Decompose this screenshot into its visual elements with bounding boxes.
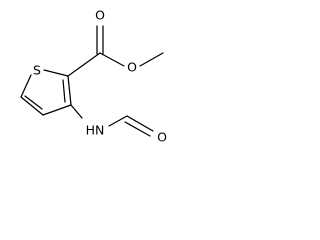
bond-c3-c4 [42, 104, 72, 116]
bond-carbonyl-carbon-ester-oxygen [99, 52, 125, 67]
bond-c2-c3-inner [62, 79, 66, 103]
bond-c4-c5 [20, 96, 44, 116]
amide-nitrogen-label: HN [86, 123, 105, 138]
bond-formyl-double-1 [126, 115, 154, 132]
chemical-structure-diagram: S O O HN O [20, 8, 167, 145]
bond-ester-oxygen-methyl [139, 52, 164, 67]
bond-c3-nitrogen [70, 104, 83, 119]
bond-s-c2 [43, 69, 69, 77]
bond-nitrogen-formyl-carbon [108, 115, 128, 127]
carbonyl-oxygen-label: O [95, 8, 105, 23]
formyl-oxygen-label: O [157, 130, 167, 145]
bond-formyl-double-2 [124, 121, 151, 137]
ester-oxygen-label: O [127, 60, 137, 75]
bond-c5-s [20, 74, 32, 98]
bond-c2-carbonyl-carbon [67, 52, 101, 77]
bond-c2-c3 [67, 75, 72, 106]
ring-sulfur-label: S [33, 63, 41, 78]
bond-c4-c5-inner [24, 95, 43, 110]
